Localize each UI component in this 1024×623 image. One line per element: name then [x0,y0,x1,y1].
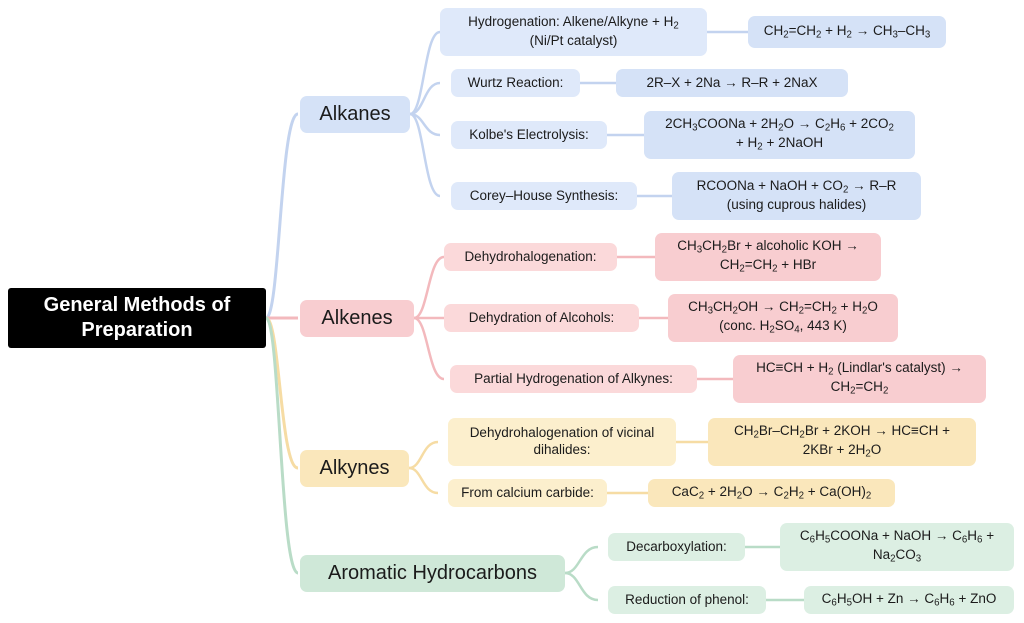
equation-dehydrohalogenation-line1: CH3CH2Br + alcoholic KOH → [677,238,859,256]
method-wurtz[interactable]: Wurtz Reaction: [451,69,580,97]
method-corey-house[interactable]: Corey–House Synthesis: [451,182,637,210]
root-title-line2: Preparation [81,319,193,341]
method-reduction-phenol[interactable]: Reduction of phenol: [608,586,766,614]
equation-kolbe-line2: + H2 + 2NaOH [735,135,824,153]
equation-kolbe-line1: 2CH3COONa + 2H2O → C2H6 + 2CO2 [665,116,894,134]
equation-partial-hydrogenation-line1: HC≡CH + H2 (Lindlar's catalyst) → [756,360,963,378]
equation-decarboxylation-line2: Na2CO3 [872,547,922,565]
branch-alkanes-label: Alkanes [319,103,391,125]
method-decarboxylation-label: Decarboxylation: [626,538,727,554]
method-vicinal-dihalides-line2: dihalides: [533,442,591,457]
method-reduction-phenol-label: Reduction of phenol: [625,591,749,607]
equation-dehydration-alcohols[interactable]: CH3CH2OH → CH2=CH2 + H2O (conc. H2SO4, 4… [668,294,898,342]
method-dehydrohalogenation-label: Dehydrohalogenation: [464,248,597,264]
equation-dehydration-alcohols-line1: CH3CH2OH → CH2=CH2 + H2O [688,299,878,317]
branch-alkynes[interactable]: Alkynes [300,450,409,487]
method-wurtz-label: Wurtz Reaction: [467,74,564,90]
equation-hydrogenation-line1: CH2=CH2 + H2 → CH3–CH3 [763,22,931,41]
equation-corey-house[interactable]: RCOONa + NaOH + CO2 → R–R (using cuprous… [672,172,921,220]
method-dehydration-alcohols[interactable]: Dehydration of Alcohols: [444,304,639,332]
equation-dehydrohalogenation-line2: CH2=CH2 + HBr [719,257,817,275]
method-dehydration-alcohols-label: Dehydration of Alcohols: [468,309,615,325]
equation-vicinal-dihalides-line2: 2KBr + 2H2O [802,442,882,460]
method-dehydrohalogenation[interactable]: Dehydrohalogenation: [444,243,617,271]
equation-dehydration-alcohols-line2: (conc. H2SO4, 443 K) [719,318,847,336]
method-kolbe[interactable]: Kolbe's Electrolysis: [451,121,607,149]
equation-calcium-carbide[interactable]: CaC2 + 2H2O → C2H2 + Ca(OH)2 [648,479,895,507]
method-hydrogenation-line2: (Ni/Pt catalyst) [529,32,618,48]
root-node[interactable]: General Methods of Preparation [8,288,266,348]
method-partial-hydrogenation-label: Partial Hydrogenation of Alkynes: [474,370,673,386]
equation-partial-hydrogenation[interactable]: HC≡CH + H2 (Lindlar's catalyst) → CH2=CH… [733,355,986,403]
root-title-line1: General Methods of [43,294,231,316]
method-vicinal-dihalides-line1: Dehydrohalogenation of vicinal [469,425,655,441]
equation-decarboxylation-line1: C6H5COONa + NaOH → C6H6 + [799,528,995,546]
method-hydrogenation[interactable]: Hydrogenation: Alkene/Alkyne + H2 (Ni/Pt… [440,8,707,56]
method-corey-house-label: Corey–House Synthesis: [469,187,619,203]
equation-calcium-carbide-line1: CaC2 + 2H2O → C2H2 + Ca(OH)2 [671,483,872,502]
method-decarboxylation[interactable]: Decarboxylation: [608,533,745,561]
equation-dehydrohalogenation[interactable]: CH3CH2Br + alcoholic KOH → CH2=CH2 + HBr [655,233,881,281]
branch-alkenes-label: Alkenes [321,307,393,329]
equation-reduction-phenol-line1: C6H5OH + Zn → C6H6 + ZnO [821,590,997,609]
equation-kolbe[interactable]: 2CH3COONa + 2H2O → C2H6 + 2CO2 + H2 + 2N… [644,111,915,159]
method-vicinal-dihalides[interactable]: Dehydrohalogenation of vicinal dihalides… [448,418,676,466]
method-calcium-carbide-label: From calcium carbide: [461,484,594,500]
method-hydrogenation-line1: Hydrogenation: Alkene/Alkyne + H2 [468,14,679,32]
equation-wurtz[interactable]: 2R–X + 2Na → R–R + 2NaX [616,69,848,97]
branch-alkanes[interactable]: Alkanes [300,96,410,133]
method-calcium-carbide[interactable]: From calcium carbide: [448,479,607,507]
equation-corey-house-line2: (using cuprous halides) [726,196,867,212]
equation-corey-house-line1: RCOONa + NaOH + CO2 → R–R [696,178,897,196]
branch-aromatic-hydrocarbons[interactable]: Aromatic Hydrocarbons [300,555,565,592]
branch-alkynes-label: Alkynes [319,457,390,479]
equation-reduction-phenol[interactable]: C6H5OH + Zn → C6H6 + ZnO [804,586,1014,614]
equation-vicinal-dihalides[interactable]: CH2Br–CH2Br + 2KOH → HC≡CH + 2KBr + 2H2O [708,418,976,466]
equation-hydrogenation[interactable]: CH2=CH2 + H2 → CH3–CH3 [748,16,946,48]
equation-wurtz-line1: 2R–X + 2Na → R–R + 2NaX [646,74,818,90]
method-partial-hydrogenation[interactable]: Partial Hydrogenation of Alkynes: [450,365,697,393]
branch-alkenes[interactable]: Alkenes [300,300,414,337]
branch-aromatic-hydrocarbons-label: Aromatic Hydrocarbons [328,562,537,584]
equation-vicinal-dihalides-line1: CH2Br–CH2Br + 2KOH → HC≡CH + [734,423,950,441]
method-kolbe-label: Kolbe's Electrolysis: [469,126,589,142]
equation-decarboxylation[interactable]: C6H5COONa + NaOH → C6H6 + Na2CO3 [780,523,1014,571]
equation-partial-hydrogenation-line2: CH2=CH2 [830,379,889,397]
